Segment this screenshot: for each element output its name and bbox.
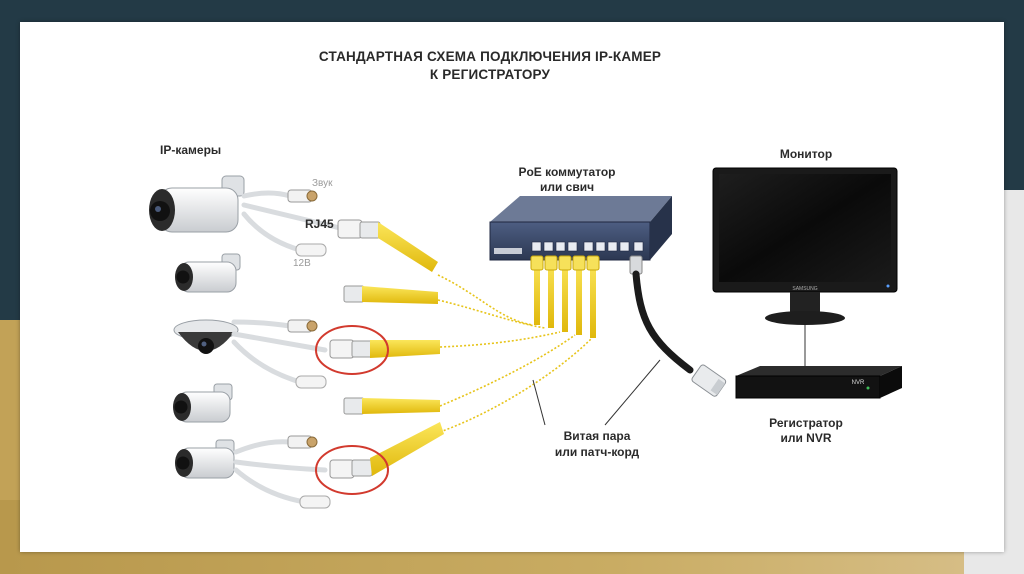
cable-run-2 bbox=[437, 299, 546, 329]
cameras-label: IP-камеры bbox=[160, 143, 221, 157]
audio-connector-icon bbox=[287, 189, 318, 203]
cable-run-5 bbox=[439, 337, 593, 433]
audio-connector-icon bbox=[287, 319, 318, 333]
switch-ports bbox=[531, 241, 644, 252]
rj45-connector-icon bbox=[359, 221, 438, 272]
nvr-recorder-icon bbox=[735, 366, 902, 399]
bullet-camera-icon bbox=[173, 383, 233, 423]
nvr-label-line-2: или NVR bbox=[780, 431, 831, 445]
highlight-circle bbox=[315, 445, 389, 495]
title-line-2: К РЕГИСТРАТОРУ bbox=[429, 67, 551, 82]
nvr-badge: NVR bbox=[852, 380, 865, 386]
rj45-connector-icon bbox=[351, 340, 440, 358]
cable-label-line-2: или патч-корд bbox=[555, 445, 640, 459]
cable-run-4 bbox=[439, 334, 576, 407]
monitor-label: Монитор bbox=[780, 147, 832, 161]
dome-camera-icon bbox=[173, 319, 239, 354]
power-connector-icon bbox=[295, 375, 327, 389]
cable-label-line-1: Витая пара bbox=[564, 429, 631, 443]
monitor-icon bbox=[712, 167, 898, 325]
rj45-connector-icon bbox=[691, 364, 727, 397]
switch-patch-plugs bbox=[530, 255, 600, 338]
monitor-brand: SAMSUNG bbox=[792, 286, 817, 292]
diagram-title: СТАНДАРТНАЯ СХЕМА ПОДКЛЮЧЕНИЯ IP-КАМЕР К… bbox=[290, 48, 690, 84]
rj45-connector-icon bbox=[343, 285, 438, 304]
highlight-circle bbox=[315, 325, 389, 375]
rj45-coupler-icon bbox=[337, 219, 363, 239]
bullet-camera-icon bbox=[175, 439, 235, 479]
yellow-patch-plugs bbox=[343, 221, 444, 477]
bullet-camera-icon bbox=[149, 175, 245, 233]
rj45-connector-icon bbox=[351, 422, 444, 477]
power-connector-icon bbox=[299, 495, 331, 509]
bullet-camera-icon bbox=[175, 253, 241, 293]
uplink-cable bbox=[629, 255, 727, 397]
rj45-connector-icon bbox=[343, 397, 440, 415]
power-connector-icon bbox=[295, 243, 327, 257]
rj45-coupler-icon bbox=[329, 339, 355, 359]
nvr-label-line-1: Регистратор bbox=[769, 416, 843, 430]
switch-label-line-2: или свич bbox=[540, 180, 594, 194]
cable-run-1 bbox=[437, 274, 534, 326]
power-label: 12В bbox=[293, 258, 311, 269]
network-switch-icon bbox=[489, 196, 672, 261]
sound-label: Звук bbox=[312, 178, 333, 189]
audio-connector-icon bbox=[287, 435, 318, 449]
switch-label-line-1: PoE коммутатор bbox=[518, 165, 615, 179]
cable-label-pointers bbox=[532, 359, 661, 426]
title-line-1: СТАНДАРТНАЯ СХЕМА ПОДКЛЮЧЕНИЯ IP-КАМЕР bbox=[318, 49, 662, 64]
rj45-label: RJ45 bbox=[305, 217, 334, 231]
cable-runs bbox=[437, 274, 593, 433]
cable-run-3 bbox=[439, 331, 561, 348]
rj45-coupler-icon bbox=[329, 459, 355, 479]
